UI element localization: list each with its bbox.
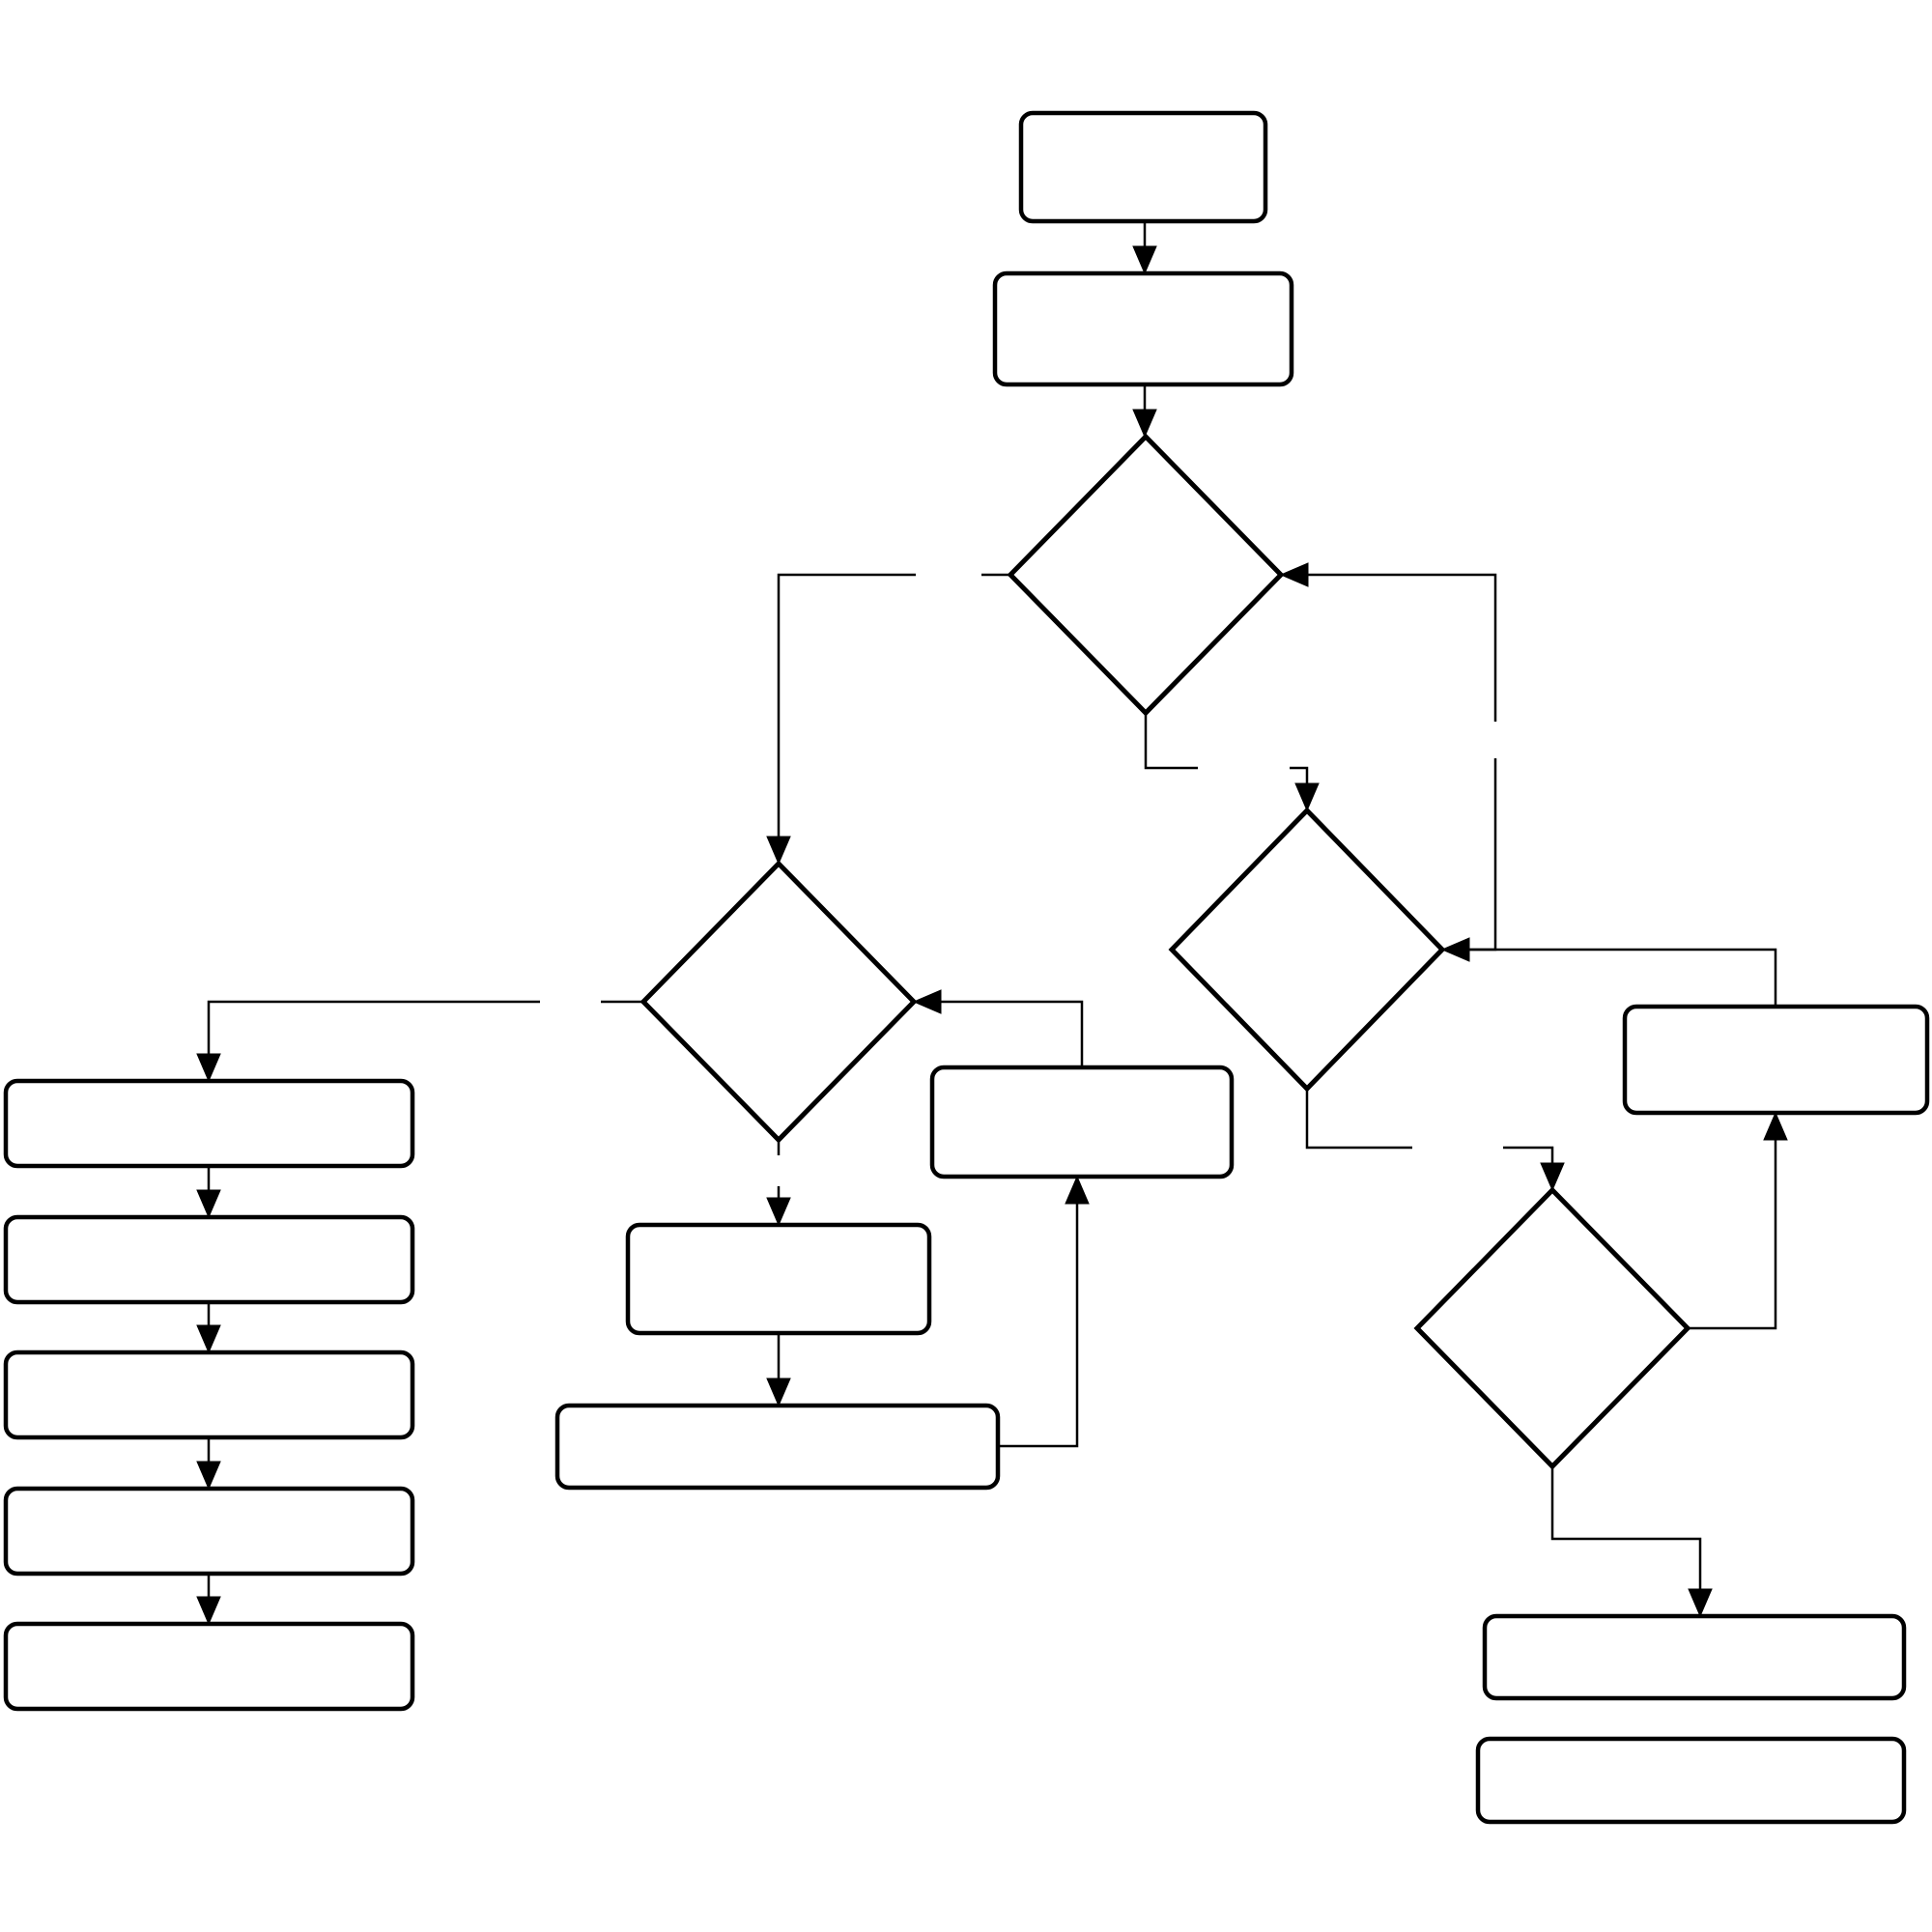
edge-loopback-box-to-decision-left (914, 1002, 1084, 1067)
edge-decision-right-loop-to-decision-main-seg-1 (1442, 758, 1497, 952)
edge-decision-main-to-decision-right-seg-1 (1144, 713, 1198, 770)
edge-decision-far-right-to-result-box-1 (1550, 1466, 1700, 1616)
loopback-box (929, 1065, 1235, 1179)
edge-decision-right-to-decision-far-right-seg-1 (1305, 1089, 1412, 1150)
left-step-2 (3, 1214, 415, 1305)
result-box-2 (1475, 1736, 1907, 1825)
edge-decision-main-to-decision-right-seg-2 (1290, 766, 1307, 810)
left-branch-box-1 (625, 1222, 932, 1336)
edge-decision-left-to-left-step-1-seg-2 (209, 1000, 540, 1081)
edge-decision-right-loop-to-decision-main-seg-2 (1281, 575, 1497, 722)
left-step-1 (3, 1078, 415, 1169)
edge-decision-right-to-decision-far-right-seg-2 (1503, 1146, 1552, 1190)
init-box (992, 270, 1294, 387)
decision-far-right (1413, 1186, 1691, 1470)
right-loop-box (1622, 1004, 1930, 1116)
edge-left-branch-box-2-to-loopback-box (998, 1177, 1077, 1448)
left-step-3 (3, 1350, 415, 1440)
left-branch-box-2 (554, 1403, 1001, 1491)
start-box (1018, 110, 1268, 224)
left-step-5 (3, 1621, 415, 1712)
edge-decision-main-to-decision-left-seg-2 (779, 573, 916, 864)
decision-right (1168, 807, 1446, 1093)
edge-right-loop-box-to-decision-right (1442, 950, 1777, 1007)
result-box-1 (1482, 1613, 1907, 1701)
decision-main (1007, 433, 1285, 717)
edge-decision-far-right-to-right-loop-box (1688, 1113, 1776, 1330)
left-step-4 (3, 1486, 415, 1577)
decision-left (639, 860, 918, 1144)
